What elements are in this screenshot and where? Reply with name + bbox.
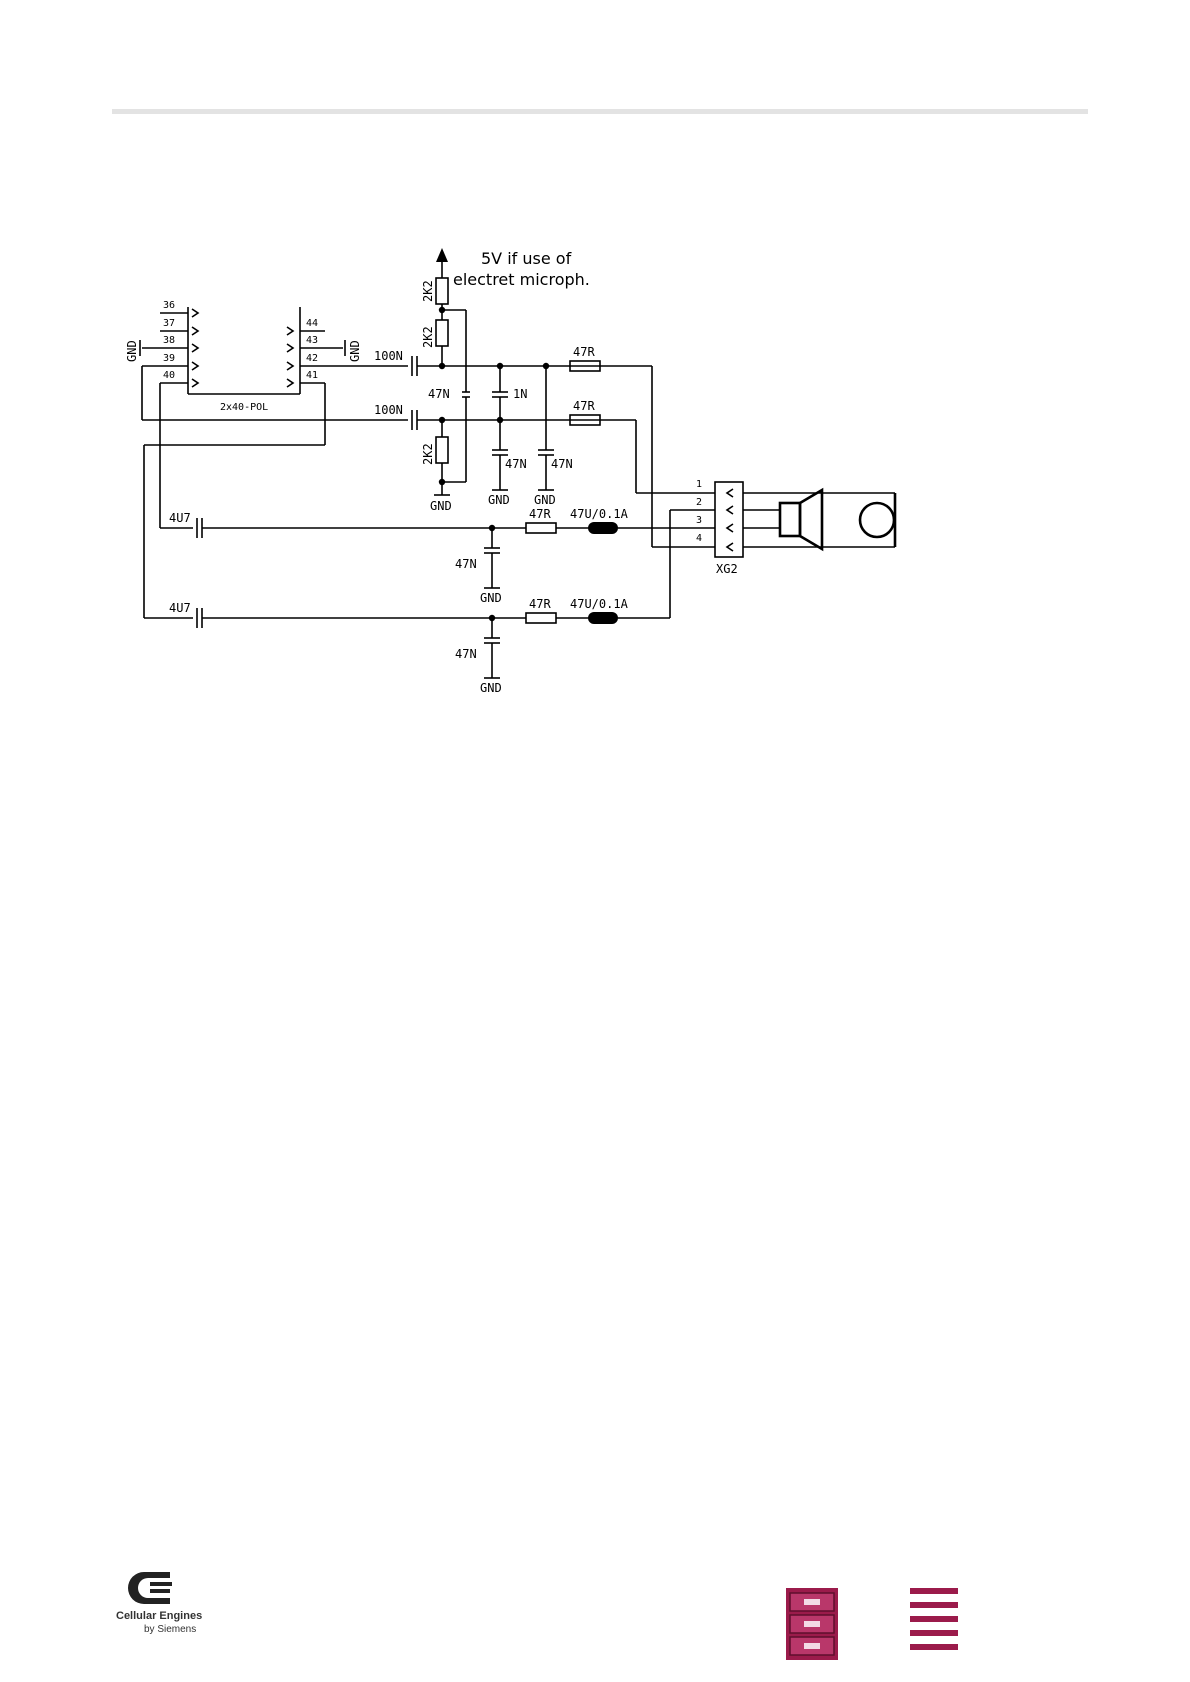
pin-39: 39 xyxy=(163,353,175,364)
pin-44: 44 xyxy=(306,318,318,329)
note-line-2: electret microph. xyxy=(453,270,590,289)
speaker-icon xyxy=(780,490,822,549)
gnd-label-2k2: GND xyxy=(430,499,452,513)
connector-xg2-label: XG2 xyxy=(716,562,738,576)
gnd-label-left: GND xyxy=(125,340,139,362)
logo-sub: by Siemens xyxy=(116,1623,202,1636)
res-47r-lower-label: 47R xyxy=(529,597,551,611)
cap-100n-bottom-label: 100N xyxy=(374,403,403,417)
cap-4u7-lower-label: 4U7 xyxy=(169,601,191,615)
cap-47n-a-label: 47N xyxy=(505,457,527,471)
cap-47n-lower-label: 47N xyxy=(455,647,477,661)
res-2k2-mid-label: 2K2 xyxy=(421,326,435,348)
pin-41: 41 xyxy=(306,370,318,381)
xg2-pin-2: 2 xyxy=(696,497,702,508)
cap-47n-mic-label: 47N xyxy=(428,387,450,401)
xg2-pin-1: 1 xyxy=(696,479,702,490)
logo-name: Cellular Engines xyxy=(116,1610,202,1622)
pin-38: 38 xyxy=(163,335,175,346)
vcc-arrow-icon xyxy=(436,248,448,262)
gnd-label-lower: GND xyxy=(480,681,502,695)
gnd-label-upper: GND xyxy=(480,591,502,605)
res-47r-top-label: 47R xyxy=(573,345,595,359)
cap-47n-upper-label: 47N xyxy=(455,557,477,571)
pin-40: 40 xyxy=(163,370,175,381)
inductor-upper xyxy=(588,522,618,534)
connector-left-label: 2x40-POL xyxy=(220,402,268,413)
inductor-upper-label: 47U/0.1A xyxy=(570,507,629,521)
menu-lines-icon[interactable] xyxy=(910,1588,958,1650)
cap-100n-top-label: 100N xyxy=(374,349,403,363)
filing-cabinet-icon[interactable] xyxy=(784,1586,840,1662)
cap-4u7-upper-label: 4U7 xyxy=(169,511,191,525)
xg2-pin-4: 4 xyxy=(696,533,702,544)
res-47r-upper-label: 47R xyxy=(529,507,551,521)
inductor-lower xyxy=(588,612,618,624)
connector-xg2 xyxy=(715,482,895,557)
gnd-label-c1: GND xyxy=(488,493,510,507)
cap-47n-b-label: 47N xyxy=(551,457,573,471)
res-2k2-bottom-label: 2K2 xyxy=(421,443,435,465)
gnd-label-right: GND xyxy=(348,340,362,362)
pin-37: 37 xyxy=(163,318,175,329)
microphone-icon xyxy=(860,493,895,547)
logo-text: Cellular Engines by Siemens xyxy=(116,1610,202,1636)
xg2-pin-3: 3 xyxy=(696,515,702,526)
cap-1n-label: 1N xyxy=(513,387,527,401)
res-2k2-top-label: 2K2 xyxy=(421,280,435,302)
gnd-label-c2: GND xyxy=(534,493,556,507)
pin-42: 42 xyxy=(306,353,318,364)
note-line-1: 5V if use of xyxy=(481,249,572,268)
res-47r-mid-label: 47R xyxy=(573,399,595,413)
connector-2x40-pol xyxy=(160,307,325,394)
inductor-lower-label: 47U/0.1A xyxy=(570,597,629,611)
pin-43: 43 xyxy=(306,335,318,346)
pin-36: 36 xyxy=(163,300,175,311)
